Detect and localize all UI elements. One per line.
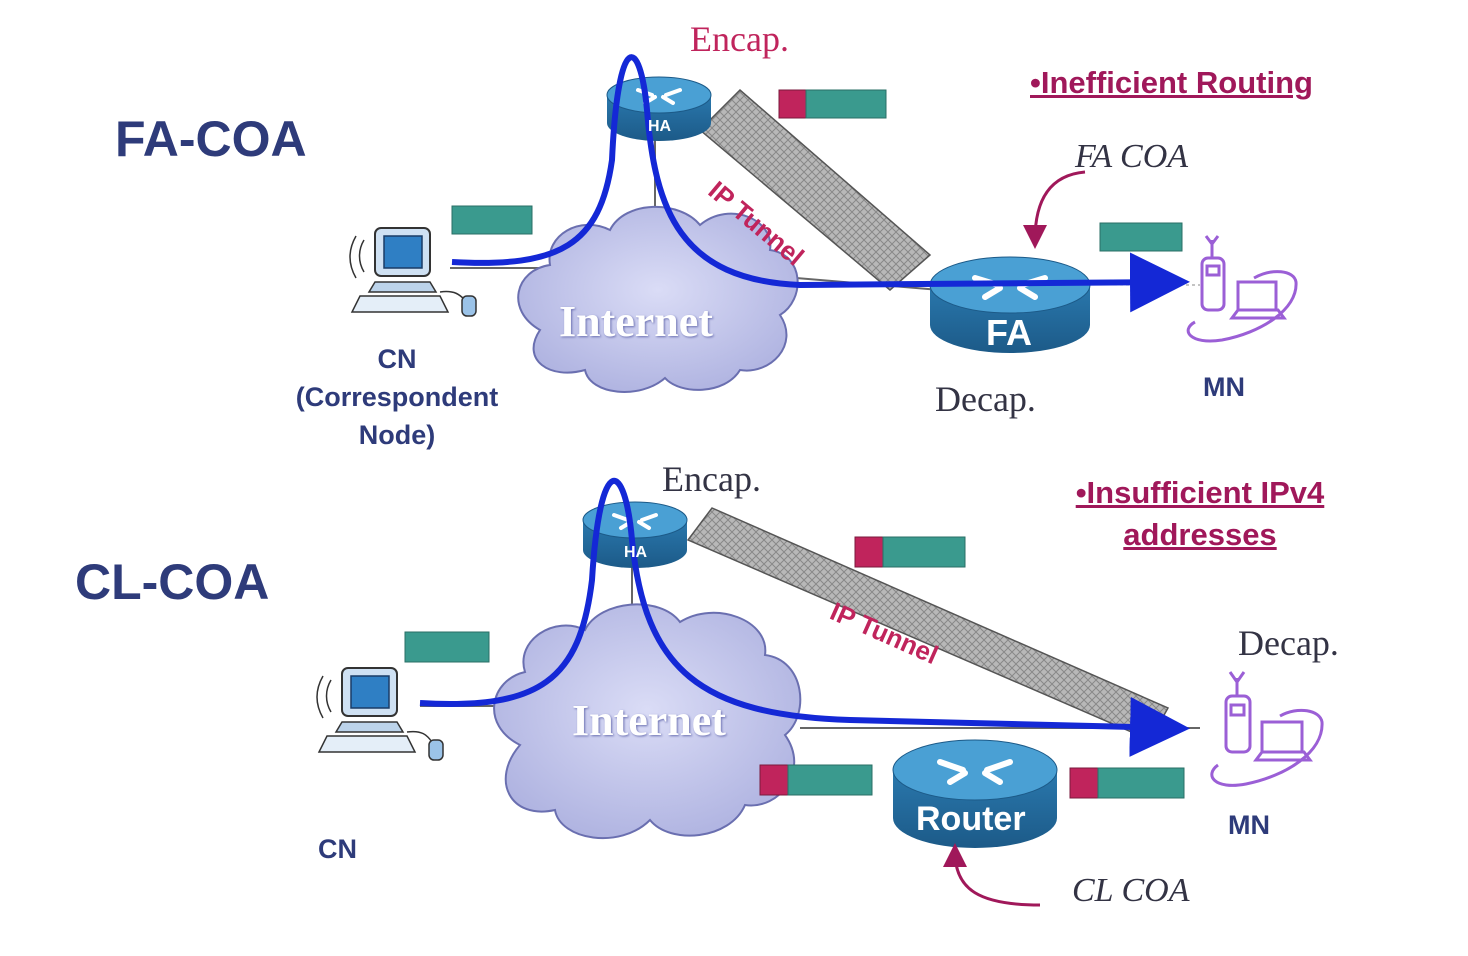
cl-mn-label: MN — [1228, 810, 1270, 840]
cl-packet-router — [1069, 767, 1185, 799]
fa-cn-computer-icon — [349, 227, 477, 317]
fa-section-title: FA-COA — [115, 111, 307, 167]
cl-ha-label: HA — [624, 544, 648, 561]
cl-router — [892, 739, 1058, 848]
cl-packet-cloud — [759, 764, 873, 796]
fa-decap-label: Decap. — [935, 379, 1036, 419]
cl-coa-pointer — [943, 843, 1041, 907]
cl-note: •Insufficient IPv4 addresses — [1075, 475, 1325, 552]
cl-internet-cloud — [493, 603, 802, 840]
fa-packet-tunneled — [778, 89, 887, 119]
fa-encap-label: Encap. — [690, 19, 789, 59]
cl-encap-label: Encap. — [662, 459, 761, 499]
fa-cloud-label: Internet — [559, 297, 713, 346]
fa-ha-label: HA — [648, 118, 672, 135]
fa-coa-label: FA COA — [1075, 138, 1189, 175]
fa-flow-path — [451, 54, 1190, 313]
cl-mn-device-icon — [1210, 671, 1324, 787]
cl-cn-computer-icon — [316, 667, 444, 761]
cl-cloud-label: Internet — [572, 696, 726, 745]
cl-section-title: CL-COA — [75, 554, 270, 610]
cl-decap-label: Decap. — [1238, 623, 1339, 663]
fa-packet-cn — [451, 205, 533, 235]
fa-coa-pointer — [1023, 170, 1086, 249]
cl-router-label: Router — [916, 800, 1026, 838]
cl-cn-label: CN — [318, 834, 357, 864]
fa-router-label: FA — [986, 312, 1033, 353]
fa-ip-tunnel — [698, 88, 932, 291]
cl-packet-tunneled — [854, 536, 966, 568]
cl-coa-label: CL COA — [1072, 872, 1190, 909]
cl-flow-path — [419, 478, 1190, 757]
fa-packet-mn — [1099, 222, 1183, 252]
cl-packet-cn — [404, 631, 490, 663]
fa-mn-label: MN — [1203, 372, 1245, 402]
fa-internet-cloud — [517, 205, 799, 393]
fa-note: •Inefficient Routing — [1030, 65, 1313, 100]
fa-cn-label: CN (Correspondent Node) — [295, 344, 499, 450]
fa-mn-device-icon — [1186, 235, 1298, 343]
